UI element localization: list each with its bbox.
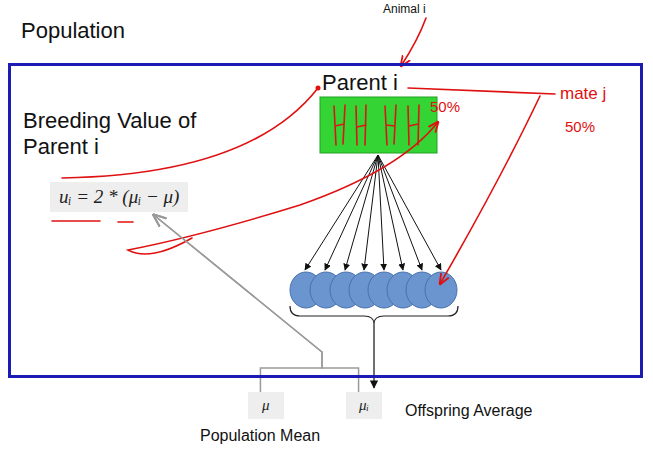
offspring bbox=[290, 272, 457, 308]
connector bbox=[154, 215, 322, 392]
node-text: Population bbox=[21, 18, 125, 44]
value-box: μᵢ bbox=[346, 392, 382, 419]
annotation-label: mate j bbox=[560, 84, 606, 104]
genome-box bbox=[320, 97, 437, 153]
caption-label: Population Mean bbox=[200, 426, 320, 445]
connector bbox=[154, 215, 359, 392]
average-arrow bbox=[373, 324, 374, 388]
annotation-label: 50% bbox=[430, 98, 460, 116]
value-box: μ bbox=[248, 392, 284, 419]
heading-label: Breeding Value of Parent i bbox=[23, 108, 228, 161]
node-text: μᵢ bbox=[359, 397, 369, 414]
callout-label: Animal i bbox=[383, 2, 426, 16]
chromosome-marks bbox=[334, 105, 419, 145]
annotation-dot bbox=[316, 86, 321, 91]
node-text: uᵢ = 2 * (μᵢ − μ) bbox=[59, 186, 179, 208]
node-text: μ bbox=[262, 397, 270, 414]
inheritance-arrows bbox=[305, 155, 441, 270]
offspring-brace bbox=[290, 306, 458, 324]
annotation-label: 50% bbox=[565, 118, 595, 136]
parent-label: Parent i bbox=[322, 70, 398, 96]
annotations bbox=[52, 18, 555, 284]
formula-box: uᵢ = 2 * (μᵢ − μ) bbox=[50, 182, 188, 212]
caption-label: Offspring Average bbox=[405, 401, 533, 420]
